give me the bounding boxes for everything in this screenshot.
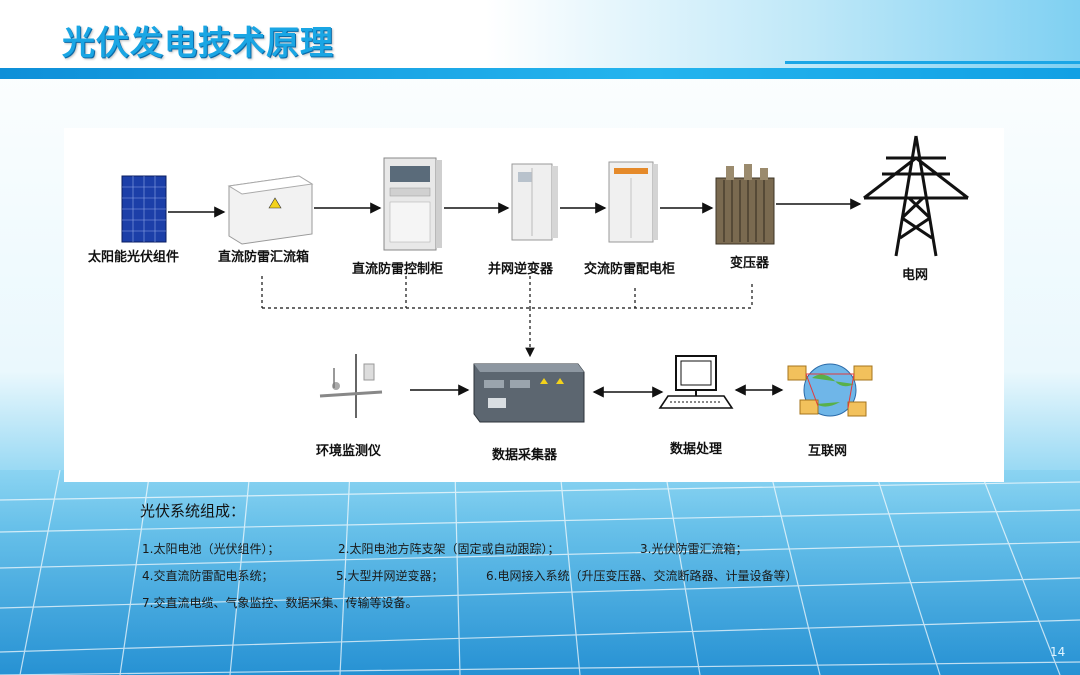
label-solar-module: 太阳能光伏组件 <box>88 250 180 265</box>
monitoring-dashed-lines <box>261 276 753 358</box>
composition-item: 6.电网接入系统（升压变压器、交流断路器、计量设备等） <box>486 569 798 583</box>
header-bar <box>0 68 1080 79</box>
environment-monitor-icon <box>319 354 383 418</box>
data-flow-arrows <box>410 384 784 398</box>
ac-cabinet-icon <box>608 161 658 243</box>
label-ac-cabinet: 交流防雷配电柜 <box>584 262 676 277</box>
label-inverter: 并网逆变器 <box>488 262 554 277</box>
page-title: 光伏发电技术原理 <box>62 23 334 62</box>
solar-module-icon <box>121 175 167 243</box>
label-data-logger: 数据采集器 <box>492 448 558 463</box>
data-logger-icon <box>473 363 585 423</box>
page-number: 14 <box>1050 645 1066 659</box>
label-internet: 互联网 <box>808 444 848 459</box>
inverter-icon <box>511 163 558 241</box>
label-data-processing: 数据处理 <box>670 442 723 457</box>
composition-heading: 光伏系统组成： <box>140 502 246 520</box>
composition-line-3: 7.交直流电缆、气象监控、数据采集、传输等设备。 <box>142 594 417 611</box>
composition-item: 5.大型并网逆变器； <box>336 569 444 583</box>
label-transformer: 变压器 <box>730 256 770 271</box>
internet-icon <box>787 363 873 417</box>
header-accent-line <box>785 61 1080 64</box>
computer-icon <box>658 355 734 409</box>
composition-item: 7.交直流电缆、气象监控、数据采集、传输等设备。 <box>142 596 418 610</box>
composition-item: 2.太阳电池方阵支架（固定或自动跟踪）； <box>338 542 560 556</box>
transmission-tower-icon <box>863 135 969 257</box>
composition-line-2: 4.交直流防雷配电系统； 5.大型并网逆变器； 6.电网接入系统（升压变压器、交流断… <box>142 567 797 584</box>
header-band <box>0 0 1080 78</box>
combiner-box-icon <box>227 175 314 245</box>
dc-control-cabinet-icon <box>383 157 442 251</box>
label-dc-cabinet: 直流防雷控制柜 <box>352 262 444 277</box>
composition-item: 3.光伏防雷汇流箱； <box>640 542 748 556</box>
composition-item: 1.太阳电池（光伏组件）； <box>142 542 280 556</box>
diagram-graphics <box>121 135 969 423</box>
transformer-icon <box>715 164 775 245</box>
label-environment-monitor: 环境监测仪 <box>316 444 382 459</box>
label-grid: 电网 <box>902 268 929 283</box>
power-flow-arrows <box>168 198 862 218</box>
label-combiner-box: 直流防雷汇流箱 <box>218 250 310 265</box>
composition-item: 4.交直流防雷配电系统； <box>142 569 274 583</box>
solar-panel-background <box>0 470 1080 675</box>
system-diagram: 太阳能光伏组件 直流防雷汇流箱 直流防雷控制柜 并网逆变器 交流防雷配电柜 变压… <box>64 128 1004 482</box>
composition-line-1: 1.太阳电池（光伏组件）； 2.太阳电池方阵支架（固定或自动跟踪）； 3.光伏防雷汇… <box>142 540 747 557</box>
